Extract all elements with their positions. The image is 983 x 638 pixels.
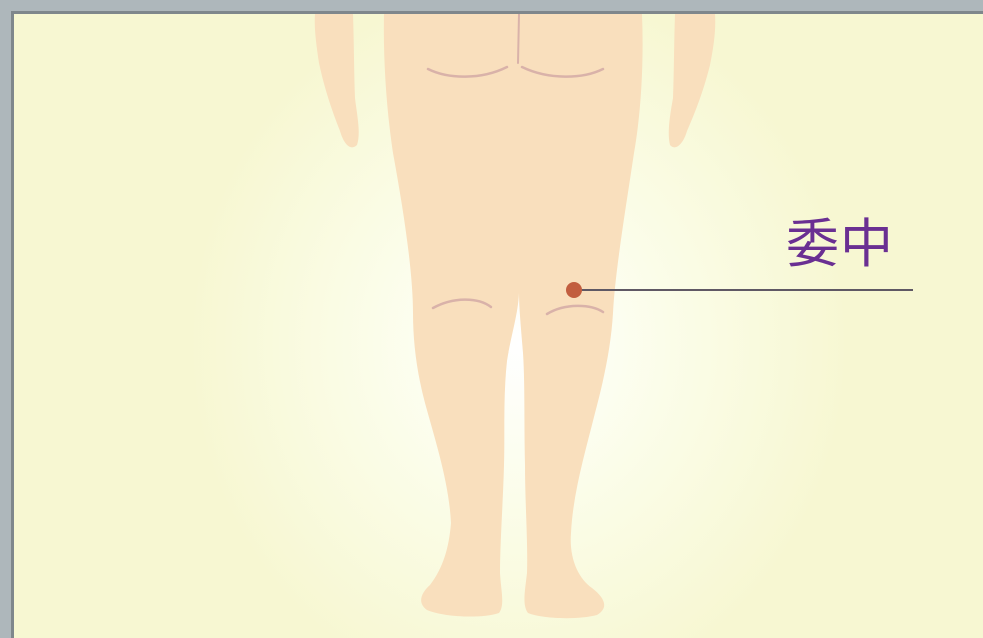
illustration-panel: 委中: [11, 11, 983, 638]
right-leg: [519, 14, 643, 618]
acupoint-marker: [566, 282, 582, 298]
midline-crease: [518, 14, 519, 63]
left-leg: [384, 14, 519, 617]
body-back-figure: [14, 14, 983, 638]
acupoint-label: 委中: [786, 215, 894, 275]
right-arm: [669, 14, 715, 147]
left-arm: [315, 14, 359, 147]
